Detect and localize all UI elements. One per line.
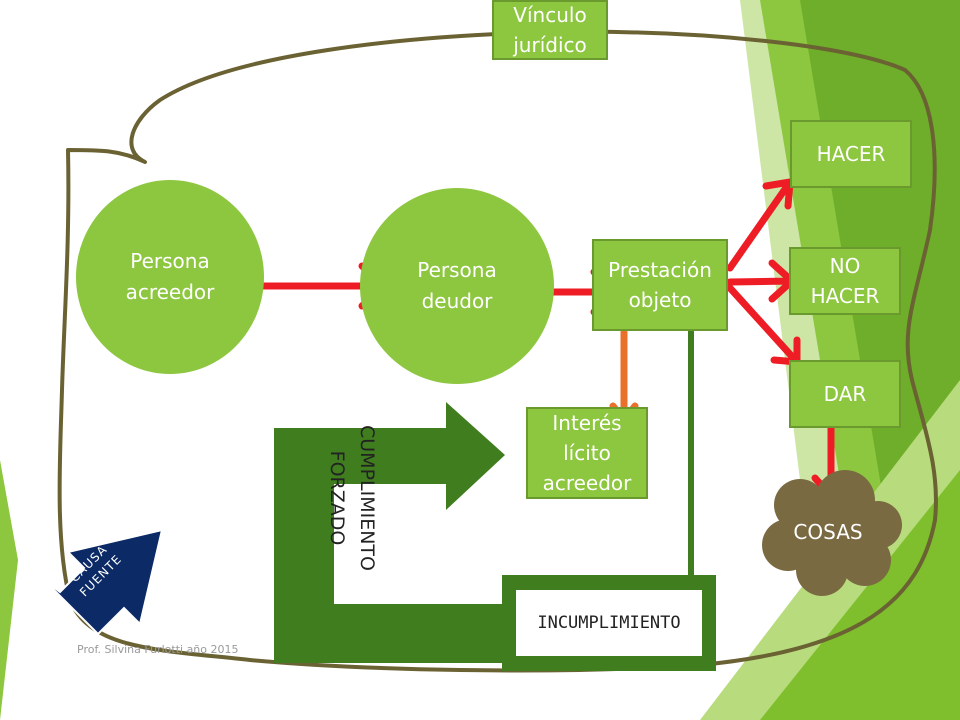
node-persona-acreedor: Persona acreedor — [76, 180, 264, 374]
causa-fuente-arrow — [41, 528, 164, 636]
node-vinculo-juridico: Vínculo jurídico — [492, 0, 608, 60]
node-cosas-label: COSAS — [793, 520, 863, 544]
decor-left-strip — [0, 460, 18, 720]
footer-author: Prof. Silvina Furlotti año 2015 — [77, 643, 239, 656]
arrow-prestacion-incumplimiento — [681, 330, 701, 607]
node-interes-licito: Interés lícito acreedor — [526, 407, 648, 499]
cosas-cloud — [762, 470, 902, 596]
cumplimiento-forzado-label: CUMPLIMIENTO FORZADO — [326, 425, 378, 571]
node-prestacion-objeto: Prestación objeto — [592, 239, 728, 331]
node-dar: DAR — [789, 360, 901, 428]
decor-ribbon-5 — [760, 470, 960, 720]
node-no-hacer: NO HACER — [789, 247, 901, 315]
node-incumplimiento: INCUMPLIMIENTO — [516, 590, 702, 656]
uturn-arrow — [274, 402, 505, 663]
node-persona-deudor: Persona deudor — [360, 188, 554, 384]
node-hacer: HACER — [790, 120, 912, 188]
